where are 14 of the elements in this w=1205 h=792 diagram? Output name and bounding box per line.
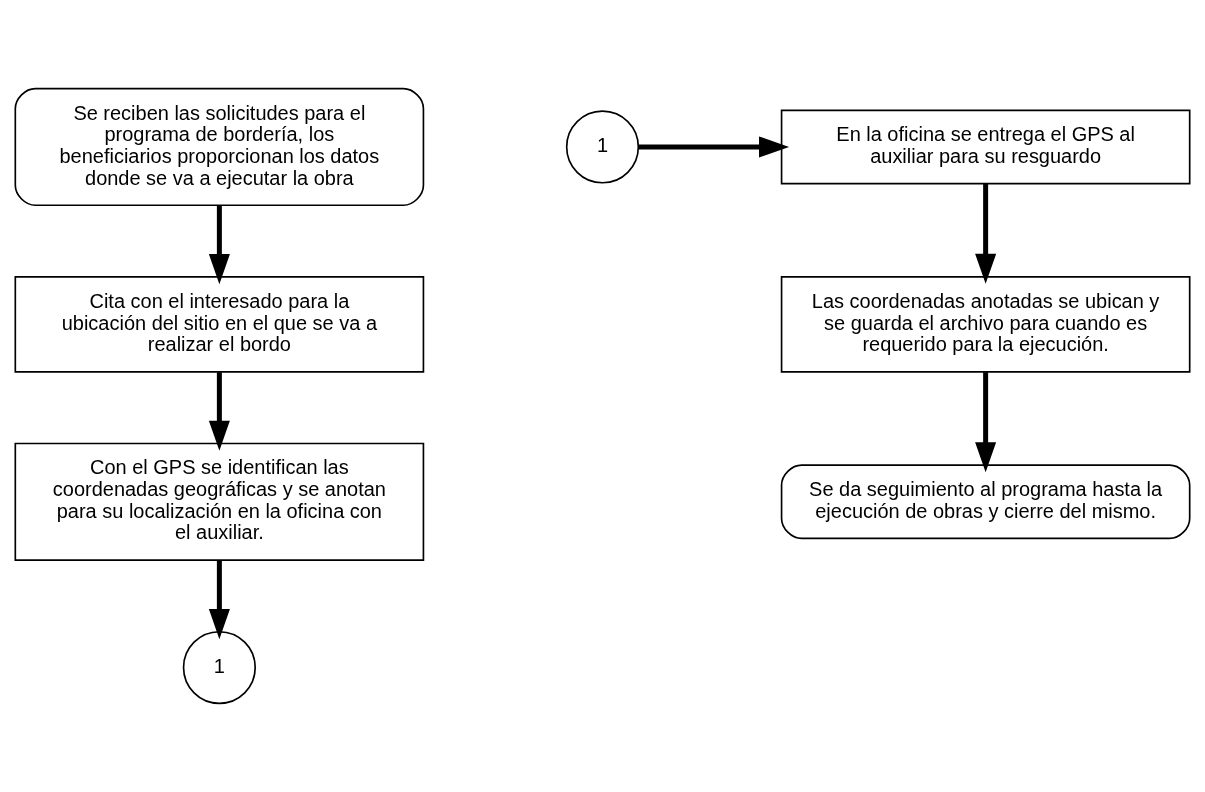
arrow — [638, 136, 790, 158]
node-box: Se reciben las solicitudes para el programa de bordería, los beneficiarios proporcionan los datos donde se va a ejecutar la obra — [14, 87, 425, 207]
arrow — [208, 560, 230, 640]
node-box: Cita con el interesado para la ubicación del sitio en el que se va a realizar el bordo — [14, 276, 425, 373]
arrow — [208, 372, 230, 451]
arrow — [975, 183, 997, 284]
node-box: Con el GPS se identifican las coordenadas geográficas y se anotan para su localización en la oficina con el auxiliar. — [14, 442, 425, 561]
node-circle: 1 — [565, 110, 640, 184]
arrow — [208, 205, 230, 285]
node-box: Las coordenadas anotadas se ubican y se guarda el archivo para cuando es requerido para la ejecución. — [780, 276, 1191, 373]
arrow — [975, 372, 997, 473]
node-box: Se da seguimiento al programa hasta la ejecución de obras y cierre del mismo. — [780, 464, 1191, 540]
node-circle: 1 — [182, 630, 256, 705]
node-box: En la oficina se entrega el GPS al auxiliar para su resguardo — [780, 109, 1191, 185]
